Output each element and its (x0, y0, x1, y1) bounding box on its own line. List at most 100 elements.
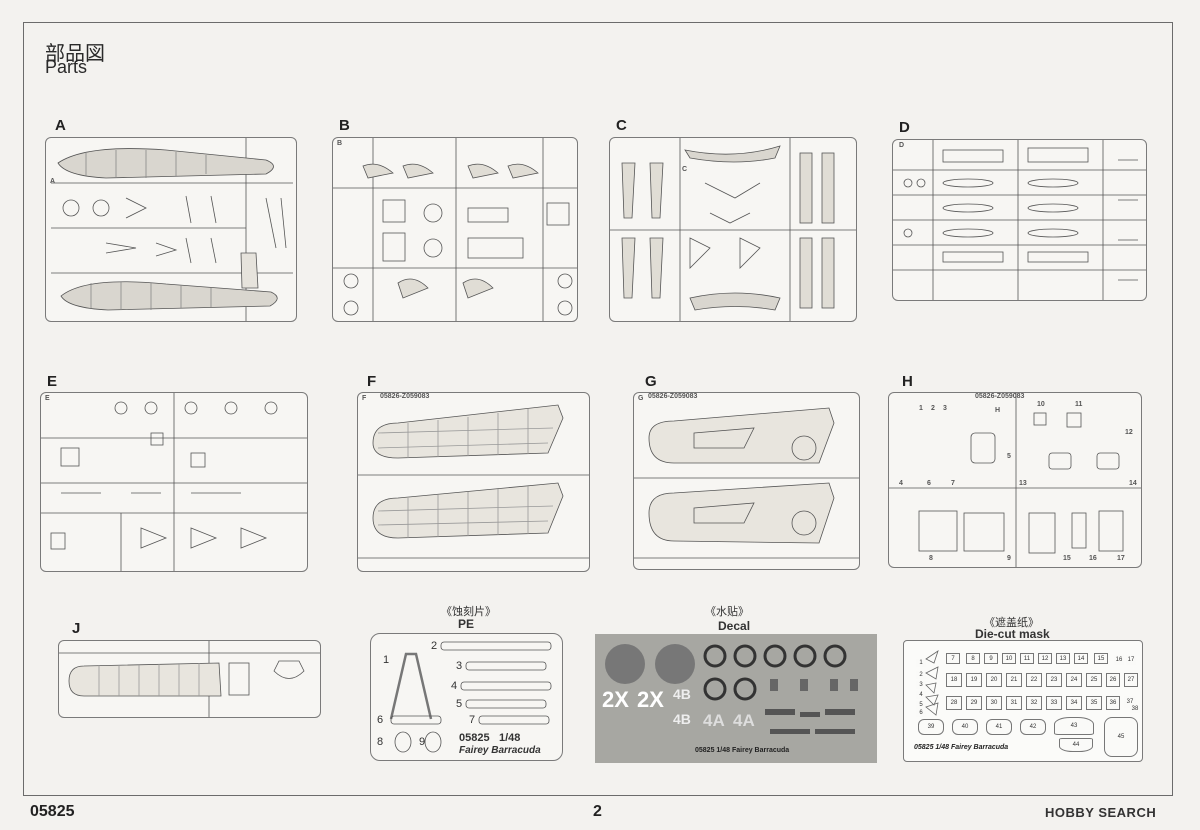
mask-cell: 23 (1046, 673, 1062, 687)
mask-cell: 11 (1020, 653, 1034, 664)
sprue-j-letter: J (72, 620, 81, 637)
mask-cell: 22 (1026, 673, 1042, 687)
mask-cell: 6 (916, 709, 926, 717)
decal-sheet: 2X 2X 4B 4B 4A 4A 05825 1/48 Fairey Barr… (595, 634, 877, 763)
mask-cell: 3 (916, 681, 926, 689)
mask-cell: 27 (1124, 673, 1138, 687)
mask-cell: 12 (1038, 653, 1052, 664)
mask-cell: 4 (916, 691, 926, 699)
mask-title-en: Die-cut mask (975, 627, 1050, 641)
sprue-h-num: 3 (943, 405, 947, 412)
sprue-c: C (609, 137, 857, 322)
sprue-h-num: 11 (1075, 401, 1083, 408)
decal-marking: 4A (703, 711, 725, 730)
sprue-g-code: 05826-Z059083 (648, 393, 698, 400)
sprue-h-num: 14 (1129, 480, 1137, 487)
sprue-h-num: 9 (1007, 555, 1011, 562)
mask-cell: 44 (1059, 738, 1093, 752)
decal-caption: 05825 1/48 Fairey Barracuda (695, 747, 790, 754)
sprue-d: D (892, 139, 1147, 301)
sprue-h-num: 8 (929, 555, 933, 562)
pe-num: 8 (377, 736, 384, 748)
sprue-h-letter: H (902, 373, 913, 390)
mask-cell: 14 (1074, 653, 1088, 664)
sprue-g-letter: G (645, 373, 657, 390)
mask-caption: 05825 1/48 Fairey Barracuda (914, 744, 1009, 751)
mask-cell: 21 (1006, 673, 1022, 687)
decal-marking: 2X (637, 687, 664, 712)
pe-num: 9 (419, 736, 426, 748)
mask-cell: 43 (1054, 717, 1094, 735)
title-chinese: 部品図 (45, 41, 105, 65)
decal-marking: 2X (602, 687, 629, 712)
mask-cell: 31 (1006, 696, 1022, 710)
mask-cell: 10 (1002, 653, 1016, 664)
pe-num: 4 (451, 680, 458, 692)
mask-cell: 9 (984, 653, 998, 664)
sprue-e-letter: E (47, 373, 58, 390)
sprue-f: F 05826-Z059083 (357, 392, 590, 572)
title-english: Parts (45, 57, 88, 77)
sprue-f-code: 05826-Z059083 (380, 393, 430, 400)
sprue-h-num: 5 (1007, 453, 1011, 460)
mask-cell: 29 (966, 696, 982, 710)
sprue-c-drawing (610, 138, 856, 321)
mask-cell: 33 (1046, 696, 1062, 710)
sprue-f-letter: F (367, 373, 377, 390)
mask-cell: 25 (1086, 673, 1102, 687)
pe-scale: 1/48 (499, 732, 521, 744)
mask-cell: 2 (916, 671, 926, 679)
pe-num: 3 (456, 660, 463, 672)
mask-cell: 45 (1104, 717, 1138, 757)
mask-cell: 17 (1126, 655, 1136, 665)
pe-num: 2 (431, 640, 438, 652)
sprue-a-letter: A (55, 117, 66, 134)
sprue-h-num: 15 (1063, 555, 1071, 562)
sprue-g-drawing (634, 407, 859, 559)
mask-cell: 40 (952, 719, 978, 735)
sprue-e-drawing (41, 393, 307, 571)
pe-title-en: PE (458, 617, 475, 631)
sprue-d-tag: D (899, 142, 905, 149)
sprue-h-num: 17 (1117, 555, 1125, 562)
sprue-h: H 05826-Z059083 1 2 3 4 5 6 7 8 9 10 11 … (888, 392, 1142, 568)
pe-num: 6 (377, 714, 384, 726)
mask-cell: 30 (986, 696, 1002, 710)
mask-cell: 15 (1094, 653, 1108, 664)
sprue-g: G 05826-Z059083 (633, 392, 860, 570)
sprue-e: E (40, 392, 308, 572)
mask-cell: 18 (946, 673, 962, 687)
pe-num: 1 (383, 654, 390, 666)
mask-cell: 20 (986, 673, 1002, 687)
pe-product-name: Fairey Barracuda (459, 745, 541, 756)
mask-cell: 19 (966, 673, 982, 687)
sprue-a-tag: A (50, 178, 56, 185)
mask-sheet: 7 8 9 10 11 12 13 14 15 16 17 18 19 20 2… (903, 640, 1143, 762)
mask-triangles (925, 650, 939, 716)
sprue-h-drawing (889, 393, 1141, 567)
sprue-b-drawing (333, 138, 577, 321)
mask-cell: 41 (986, 719, 1012, 735)
sprue-h-code: 05826-Z059083 (975, 393, 1025, 400)
sprue-h-num: 1 (919, 405, 923, 412)
sprue-h-num: 12 (1125, 429, 1133, 436)
mask-cell: 1 (916, 659, 926, 667)
page-border (23, 22, 1173, 796)
sprue-b-tag: B (337, 140, 343, 147)
pe-title-cn: 《蚀刻片》 (441, 606, 496, 618)
sprue-h-tag: H (995, 407, 1001, 414)
sprue-c-letter: C (616, 117, 627, 134)
decal-title-en: Decal (718, 619, 751, 633)
mask-cell: 35 (1086, 696, 1102, 710)
sprue-e-tag: E (45, 395, 50, 402)
sprue-d-letter: D (899, 119, 910, 136)
sprue-h-num: 7 (951, 480, 955, 487)
pe-fret-drawing (389, 641, 552, 753)
mask-cell: 13 (1056, 653, 1070, 664)
pe-num: 5 (456, 698, 463, 710)
sprue-f-drawing (358, 404, 589, 559)
sprue-h-num: 6 (927, 480, 931, 487)
mask-cell: 34 (1066, 696, 1082, 710)
sprue-h-num: 4 (899, 480, 903, 487)
mask-cell: 8 (966, 653, 980, 664)
